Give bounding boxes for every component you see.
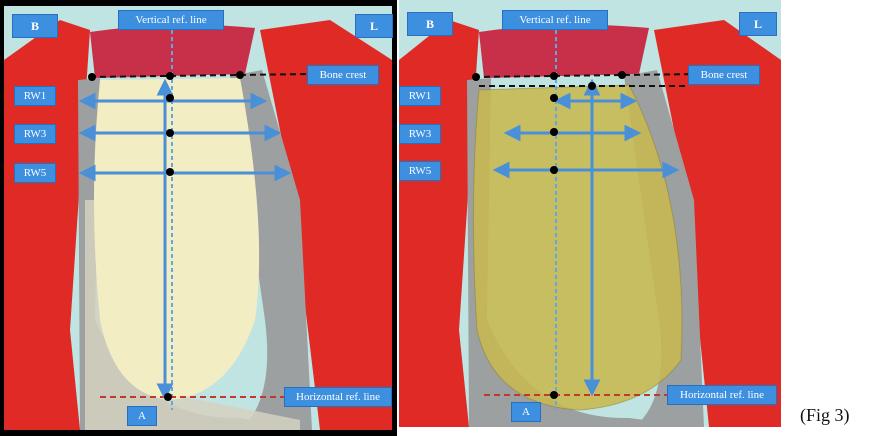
socket-left (94, 78, 259, 400)
label-lingual-right: L (739, 12, 777, 36)
label-vertical-ref: Vertical ref. line (118, 10, 224, 30)
label-rw5-right: RW5 (399, 161, 441, 181)
label-bone-crest-right: Bone crest (688, 65, 760, 85)
label-horizontal-ref-right: Horizontal ref. line (667, 385, 777, 405)
label-rw1: RW1 (14, 86, 56, 106)
label-apex: A (127, 406, 157, 426)
label-vertical-ref-right: Vertical ref. line (502, 10, 608, 30)
panel-left: B L Vertical ref. line Bone crest RW1 RW… (0, 0, 397, 436)
figure-caption: (Fig 3) (800, 405, 850, 426)
label-rw5: RW5 (14, 163, 56, 183)
label-rw3-right: RW3 (399, 124, 441, 144)
panel-right: B L Vertical ref. line Bone crest RW1 RW… (399, 0, 781, 427)
label-bone-crest: Bone crest (307, 65, 379, 85)
label-rw1-right: RW1 (399, 86, 441, 106)
label-lingual: L (355, 14, 393, 38)
label-apex-right: A (511, 402, 541, 422)
label-buccal-right: B (407, 12, 453, 36)
label-buccal: B (12, 14, 58, 38)
label-horizontal-ref: Horizontal ref. line (284, 387, 392, 407)
label-rw3: RW3 (14, 124, 56, 144)
